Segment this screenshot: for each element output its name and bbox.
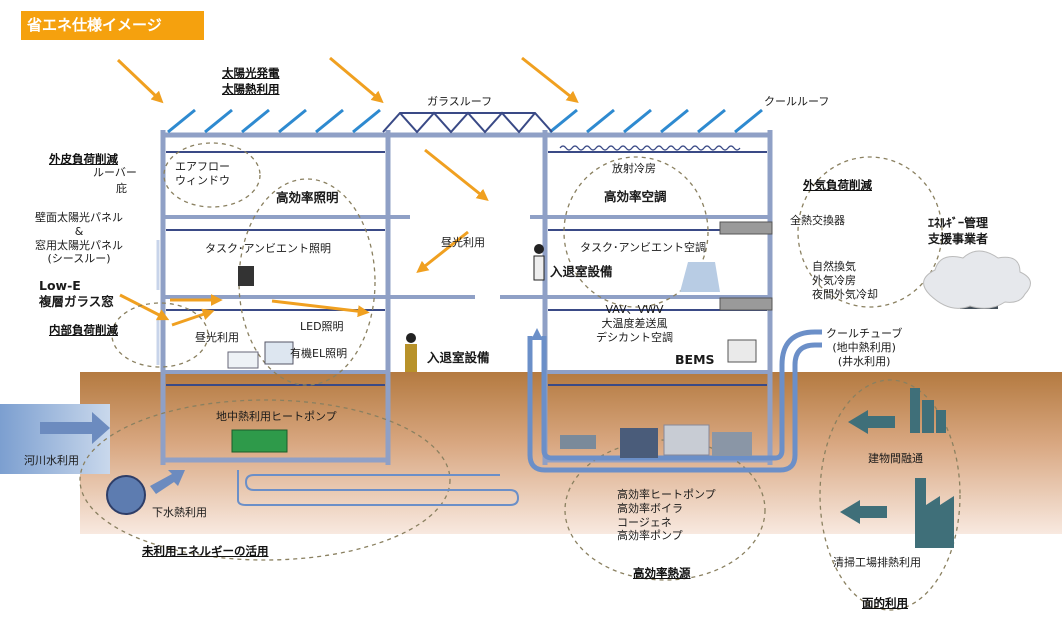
sewage-arrow (150, 470, 185, 494)
label-solar-power: 太陽光発電 (222, 66, 280, 80)
occupants (238, 244, 545, 372)
solar-panels-left (167, 108, 381, 134)
label-vav: VAV、VWV 大温度差送風 デシカント空調 (596, 303, 673, 344)
label-incinerator-heat: 清掃工場排熱利用 (833, 556, 921, 569)
label-oel: 有機EL照明 (290, 347, 348, 360)
label-cool-tube: クールチューブ (地中熱利用) (井水利用) (826, 327, 903, 368)
label-task-ambient-lighting: タスク･アンビエント照明 (205, 242, 332, 255)
label-area-use: 面的利用 (862, 596, 908, 610)
label-daylight-bottom: 昼光利用 (195, 331, 239, 344)
label-outdoor-load: 外気負荷削減 (803, 178, 872, 192)
title-badge: 省エネ仕様イメージ (21, 11, 204, 40)
label-building-interchange: 建物間融通 (868, 452, 923, 465)
label-heat-sources: 高効率ヒートポンプ 高効率ボイラ コージェネ 高効率ポンプ (617, 488, 716, 543)
label-sewage-heat: 下水熱利用 (152, 506, 207, 519)
river-arrow (40, 412, 110, 444)
glass-roof-truss (382, 111, 553, 134)
label-eaves: 庇 (116, 182, 127, 195)
label-lowe: Low-E 複層ガラス窓 (39, 278, 114, 309)
label-radiant-cooling: 放射冷房 (612, 162, 656, 175)
solar-panels-right (549, 108, 763, 134)
cool-tube (527, 329, 822, 473)
label-natural-ventilation: 自然換気 外気冷房 夜間外気冷却 (812, 260, 878, 301)
cloud (923, 250, 1031, 309)
label-unused-energy: 未利用エネルギーの活用 (142, 544, 269, 558)
label-internal-load: 内部負荷削減 (49, 323, 118, 337)
label-glass-roof: ガラスルーフ (427, 95, 493, 108)
label-efficient-lighting: 高効率照明 (276, 190, 339, 205)
radiant-cooling-coil (559, 145, 741, 151)
label-heat-exchanger: 全熱交換器 (790, 214, 845, 227)
building-icons (910, 388, 954, 548)
dashed-groups (79, 142, 961, 611)
ground-coil (237, 470, 520, 506)
floors (163, 215, 770, 374)
label-room-access-right: 入退室設備 (550, 264, 613, 279)
ground (80, 372, 1062, 534)
up-arrow-blue (531, 328, 543, 340)
label-river-water: 河川水利用 (24, 454, 79, 467)
label-room-access-center: 入退室設備 (427, 350, 490, 365)
label-envelope-load: 外皮負荷削減 (49, 152, 118, 166)
label-energy-mgmt: ｴﾈﾙｷﾞｰ管理 支援事業者 (928, 216, 989, 247)
sun-arrows (116, 56, 579, 327)
label-solar-heat: 太陽熱利用 (222, 82, 280, 96)
sewage-pipe (106, 475, 146, 515)
label-led: LED照明 (300, 320, 344, 333)
label-cool-roof: クールルーフ (764, 95, 830, 108)
label-efficient-ac: 高効率空調 (604, 189, 667, 204)
label-airflow-window: エアフロー ウィンドウ (175, 160, 230, 187)
label-wall-pv: 壁面太陽光パネル & 窓用太陽光パネル (シースルー) (35, 211, 123, 266)
teal-arrows (840, 410, 895, 524)
label-daylight-top: 昼光利用 (441, 236, 485, 249)
label-bems: BEMS (675, 352, 715, 367)
label-task-ambient-ac: タスク･アンビエント空調 (580, 241, 707, 254)
label-louver: ルーバー (93, 166, 137, 179)
river (0, 404, 110, 474)
label-geo-heatpump: 地中熱利用ヒートポンプ (216, 410, 337, 423)
label-efficient-heat-source: 高効率熱源 (633, 566, 691, 580)
